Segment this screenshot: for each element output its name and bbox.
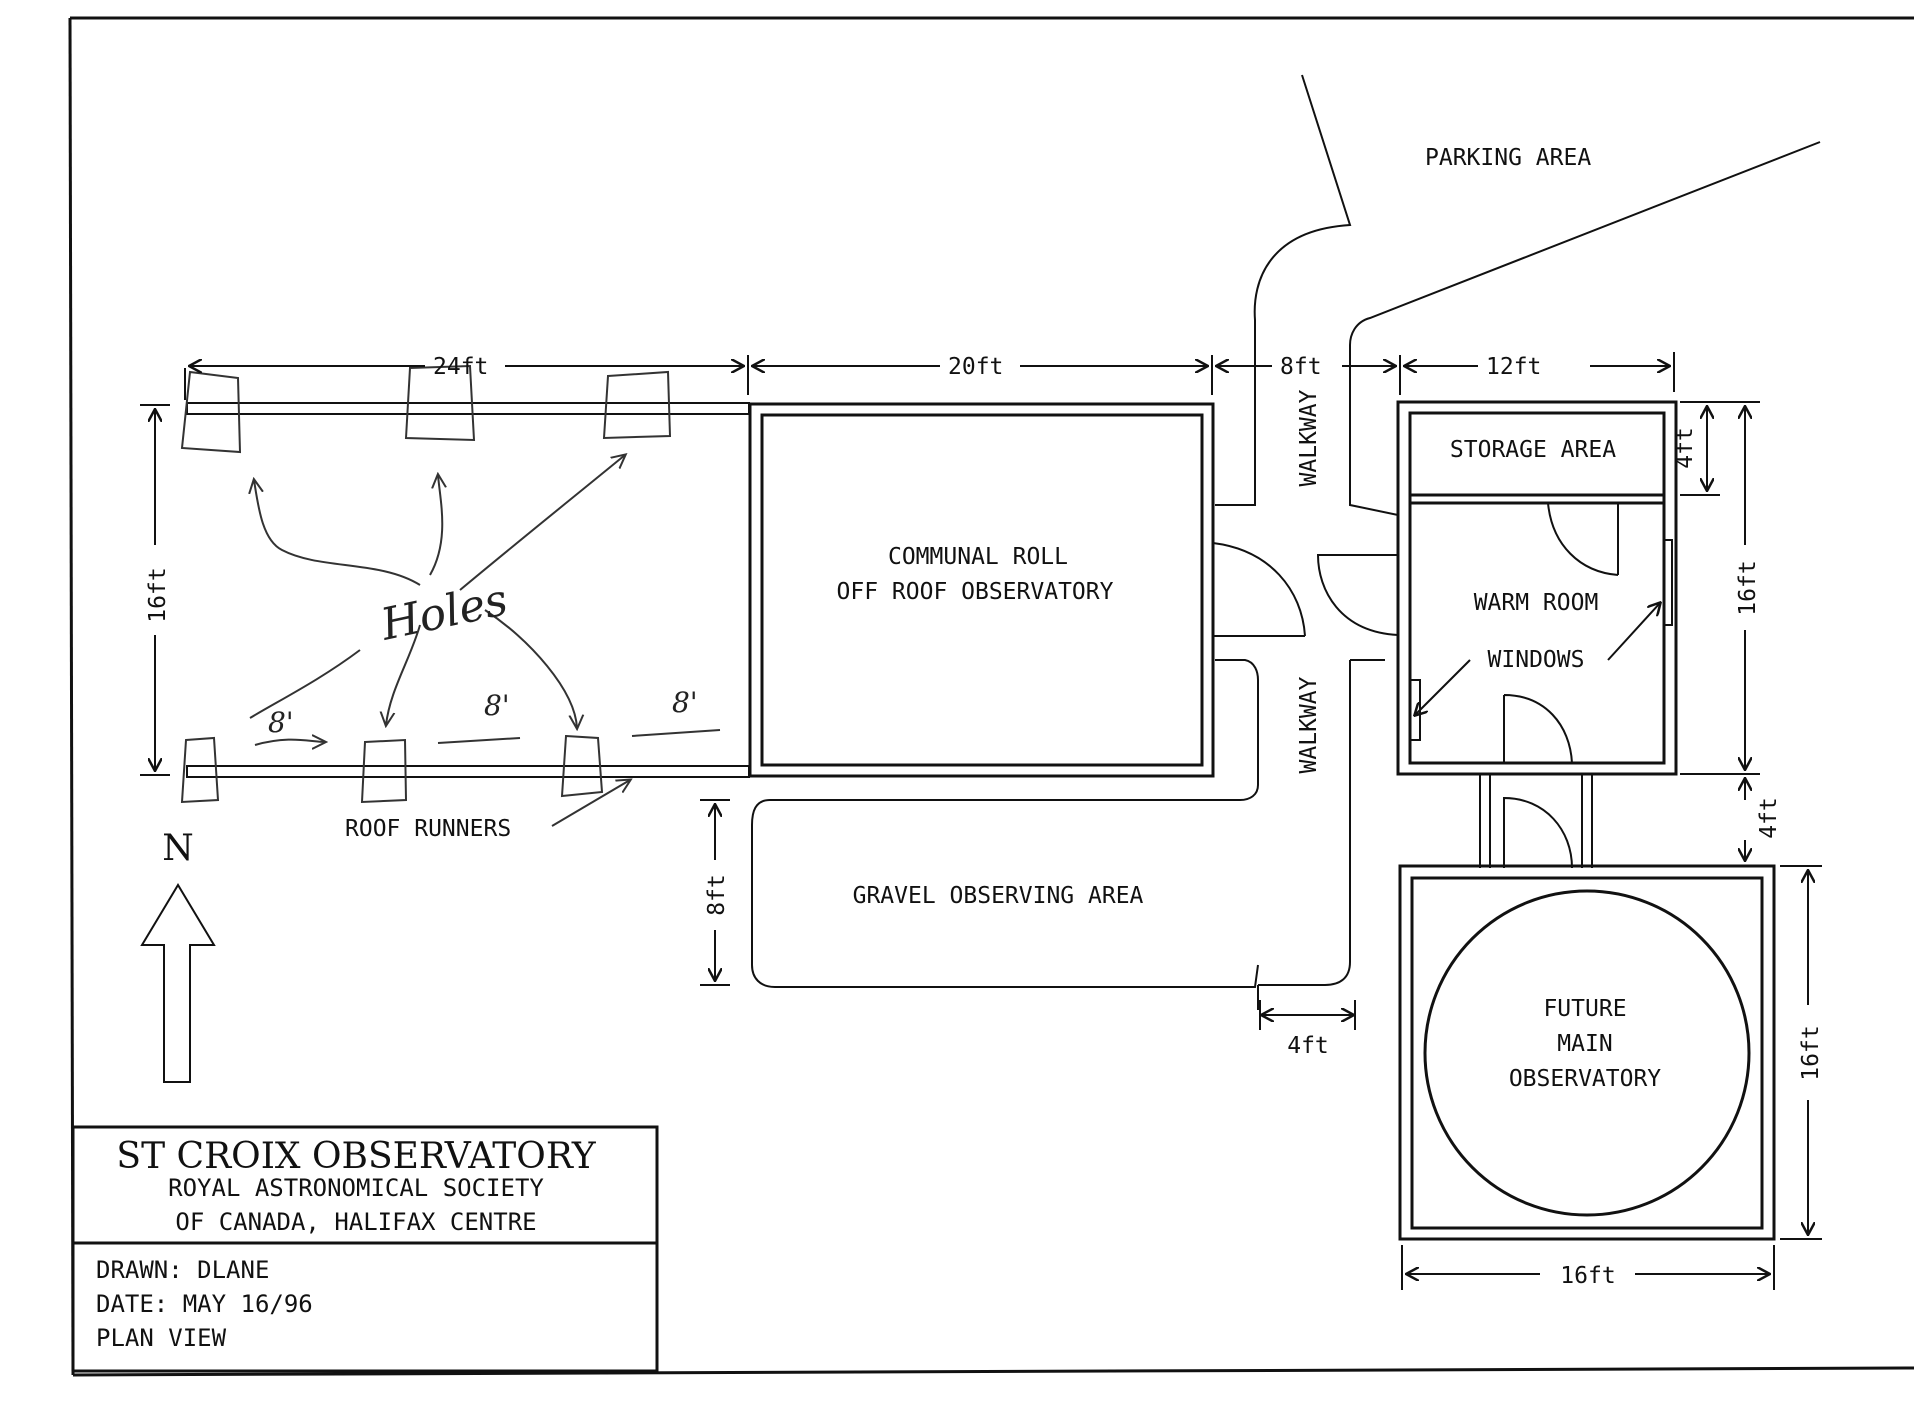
holes-arrows <box>250 455 721 745</box>
dim-8ft-gravel: 8ft <box>704 874 730 916</box>
title-block-drawn: DRAWN: DLANE <box>96 1256 269 1284</box>
title-block-view: PLAN VIEW <box>96 1324 227 1352</box>
walkway-boundaries <box>751 659 1385 1010</box>
title-block-org-line1: ROYAL ASTRONOMICAL SOCIETY <box>168 1174 544 1202</box>
roof-runners-pointer <box>551 780 630 827</box>
future-label-line1: FUTURE <box>1543 996 1626 1022</box>
storage-door <box>1547 502 1619 576</box>
north-label: N <box>162 828 194 869</box>
left-dimension-line <box>140 404 170 776</box>
dim-12ft: 12ft <box>1486 354 1541 380</box>
walkway-width-dimension <box>1259 1000 1356 1030</box>
dim-24ft: 24ft <box>433 354 488 380</box>
holes-handwritten-label: Holes <box>376 574 512 651</box>
warm-room-dimensions <box>1680 401 1760 860</box>
dim-16ft-future-bottom: 16ft <box>1560 1263 1615 1289</box>
north-arrow-icon <box>140 883 216 1083</box>
dim-8ft-top: 8ft <box>1280 354 1322 380</box>
future-label-line2: MAIN <box>1557 1031 1612 1057</box>
title-block-title: ST CROIX OBSERVATORY <box>116 1136 596 1177</box>
walkway-label-lower: WALKWAY <box>1296 676 1322 773</box>
dim-16ft-warm-room: 16ft <box>1735 560 1761 615</box>
warm-room-entry-door <box>1316 554 1399 636</box>
windows-label: WINDOWS <box>1488 647 1585 673</box>
future-dimensions <box>1401 865 1822 1290</box>
gap-note-1: 8' <box>268 706 294 739</box>
link-corridor <box>1479 774 1593 869</box>
dim-16ft-left: 16ft <box>145 567 171 622</box>
gravel-area-label: GRAVEL OBSERVING AREA <box>853 883 1144 909</box>
gap-note-2: 8' <box>484 689 510 722</box>
communal-label-line2: OFF ROOF OBSERVATORY <box>837 579 1114 605</box>
communal-door <box>1212 542 1306 637</box>
dim-4ft-link: 4ft <box>1756 797 1782 839</box>
walkway-label-upper: WALKWAY <box>1296 389 1322 486</box>
storage-area-label: STORAGE AREA <box>1450 437 1616 463</box>
top-dimension-line <box>184 352 1675 400</box>
future-observatory-building <box>1398 864 1776 1241</box>
parking-area-label: PARKING AREA <box>1425 145 1591 171</box>
roof-runner-top <box>186 402 750 415</box>
gravel-dimension-line <box>700 799 730 986</box>
gap-note-3: 8' <box>672 686 698 719</box>
warm-room-lower-door <box>1503 694 1573 764</box>
windows-pointers <box>1410 539 1673 741</box>
roof-runner-bottom <box>186 765 750 778</box>
parking-boundary <box>1215 74 1821 516</box>
dim-4ft-storage: 4ft <box>1672 427 1698 469</box>
roof-runners-label: ROOF RUNNERS <box>345 816 511 842</box>
title-block <box>71 1125 659 1373</box>
title-block-org-line2: OF CANADA, HALIFAX CENTRE <box>175 1208 536 1236</box>
dim-20ft: 20ft <box>948 354 1003 380</box>
hole-markers <box>180 364 672 804</box>
title-block-date: DATE: MAY 16/96 <box>96 1290 313 1318</box>
communal-label-line1: COMMUNAL ROLL <box>888 544 1068 570</box>
future-label-line3: OBSERVATORY <box>1509 1066 1661 1092</box>
dim-16ft-future-side: 16ft <box>1798 1025 1824 1080</box>
warm-room-label: WARM ROOM <box>1474 590 1599 616</box>
dim-4ft-walkway: 4ft <box>1287 1033 1329 1059</box>
